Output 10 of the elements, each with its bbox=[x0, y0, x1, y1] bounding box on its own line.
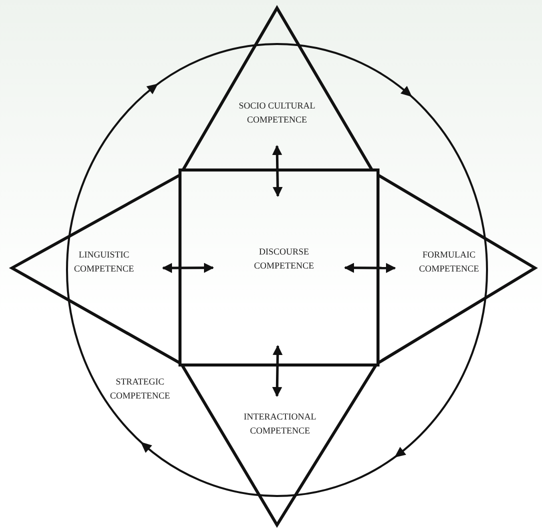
node-label: DISCOURSE COMPETENCE bbox=[252, 246, 315, 272]
node-label: SOCIO CULTURAL COMPETENCE bbox=[238, 100, 316, 126]
text-label: STRATEGIC COMPETENCE bbox=[108, 376, 171, 402]
node-label: LINGUISTIC COMPETENCE bbox=[72, 248, 135, 275]
double-arrow bbox=[162, 262, 214, 273]
double-arrow bbox=[272, 345, 283, 397]
double-arrow bbox=[344, 262, 396, 273]
node-label: INTERACTIONAL COMPETENCE bbox=[242, 410, 318, 437]
node-label: FORMULAIC COMPETENCE bbox=[418, 248, 480, 275]
double-arrow bbox=[272, 145, 283, 197]
